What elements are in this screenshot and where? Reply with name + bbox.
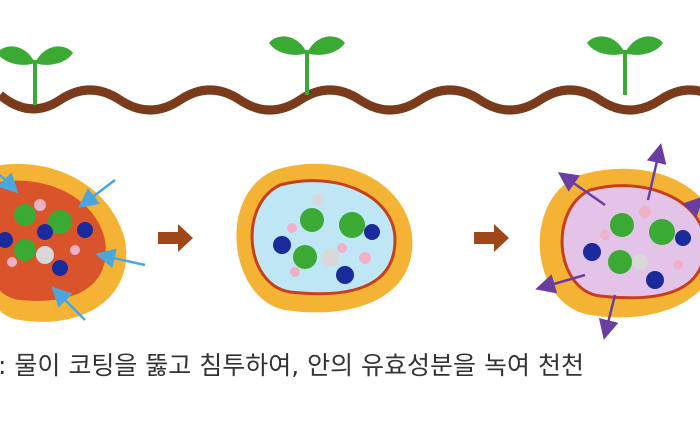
step-arrow-icon (474, 224, 509, 252)
sprout-icon (585, 34, 665, 97)
soil-line (0, 85, 700, 115)
release-arrow-icon (535, 143, 700, 340)
seed-capsule-wet (236, 163, 413, 313)
step-arrow-icon (158, 224, 193, 252)
caption: : 물이 코팅을 뚫고 침투하여, 안의 유효성분을 녹여 천천 (0, 351, 584, 380)
water-arrow-icon (0, 172, 146, 321)
seed-capsule-releasing (535, 143, 700, 340)
seed-capsule-dry (0, 163, 146, 322)
